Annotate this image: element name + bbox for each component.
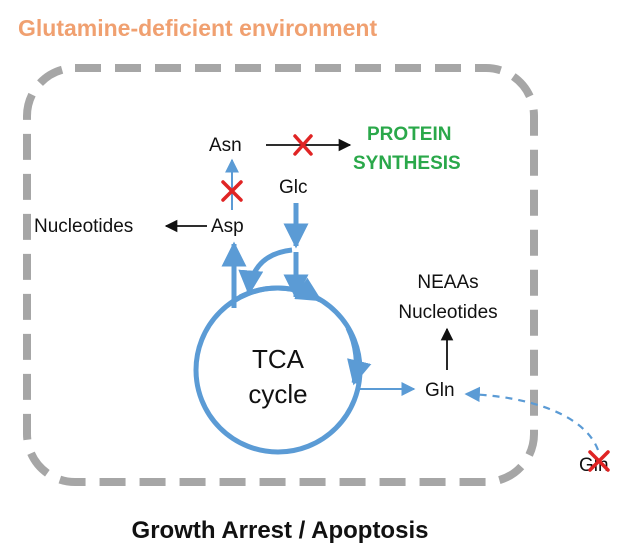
- gln-uptake-block-icon: [588, 450, 610, 472]
- outcome-label: Growth Arrest / Apoptosis: [132, 517, 429, 544]
- glc-label: Glc: [279, 177, 308, 198]
- asn-label: Asn: [209, 135, 242, 156]
- neaas-label: NEAAs: [417, 272, 478, 293]
- protein-synthesis-label-line2: SYNTHESIS: [353, 153, 461, 174]
- tca-label-line1: TCA: [252, 344, 305, 374]
- protein-synthesis-block-icon: [293, 134, 313, 156]
- nucleotides-left-label: Nucleotides: [34, 216, 133, 237]
- gln-uptake-arrow: [464, 386, 600, 451]
- asn-synthesis-block-icon: [221, 180, 243, 202]
- glc-anaplerotic-curve: [238, 247, 293, 296]
- nucleotides-right-label: Nucleotides: [398, 302, 497, 323]
- tca-label-line2: cycle: [248, 379, 307, 409]
- tca-cycle-arrow-right: [345, 326, 372, 386]
- cell-boundary: [23, 64, 538, 486]
- gln-inside-label: Gln: [425, 380, 455, 401]
- asp-label: Asp: [211, 216, 244, 237]
- environment-title: Glutamine-deficient environment: [18, 15, 377, 41]
- protein-synthesis-label-line1: PROTEIN: [367, 124, 451, 145]
- tca-cycle-arrow-top: [238, 277, 323, 303]
